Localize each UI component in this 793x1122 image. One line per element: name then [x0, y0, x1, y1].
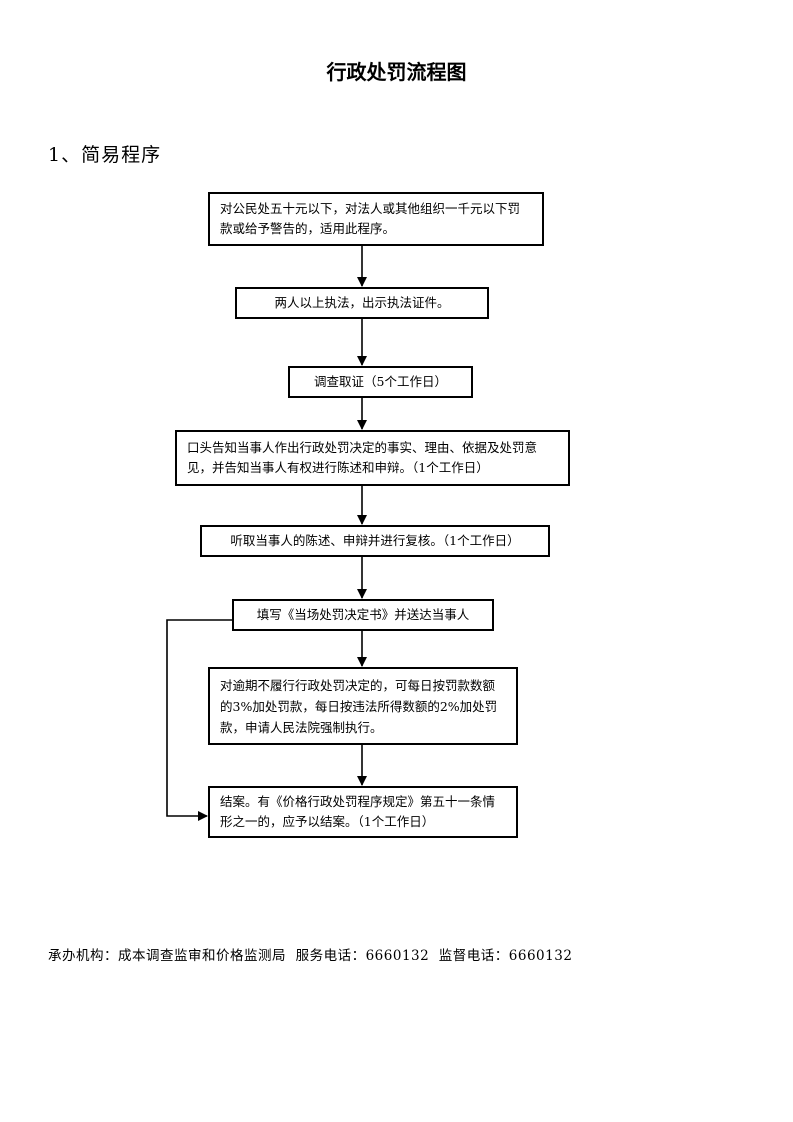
section-title: 1、简易程序	[48, 144, 162, 166]
step-1-scope: 对公民处五十元以下，对法人或其他组织一千元以下罚款或给予警告的，适用此程序。	[208, 192, 544, 246]
step-7-enforcement: 对逾期不履行行政处罚决定的，可每日按罚款数额的3%加处罚款，每日按违法所得数额的…	[208, 667, 518, 745]
step-7-text: 对逾期不履行行政处罚决定的，可每日按罚款数额的3%加处罚款，每日按违法所得数额的…	[220, 677, 498, 735]
step-2-text: 两人以上执法，出示执法证件。	[274, 295, 450, 310]
step-8-case-closure: 结案。有《价格行政处罚程序规定》第五十一条情形之一的，应予以结案。（1个工作日）	[208, 786, 518, 838]
step-6-text: 填写《当场处罚决定书》并送达当事人	[256, 607, 470, 622]
step-4-oral-notice: 口头告知当事人作出行政处罚决定的事实、理由、依据及处罚意见，并告知当事人有权进行…	[175, 430, 570, 486]
page-title: 行政处罚流程图	[326, 60, 467, 84]
step-5-hearing-review: 听取当事人的陈述、申辩并进行复核。（1个工作日）	[200, 525, 550, 557]
footer-contact: 承办机构：成本调查监审和价格监测局 服务电话：6660132 监督电话：6660…	[48, 948, 573, 964]
step-5-text: 听取当事人的陈述、申辩并进行复核。（1个工作日）	[230, 533, 520, 548]
step-3-investigation: 调查取证（5个工作日）	[288, 366, 473, 398]
step-8-text: 结案。有《价格行政处罚程序规定》第五十一条情形之一的，应予以结案。（1个工作日）	[220, 794, 496, 829]
step-2-show-credentials: 两人以上执法，出示执法证件。	[235, 287, 489, 319]
step-1-text: 对公民处五十元以下，对法人或其他组织一千元以下罚款或给予警告的，适用此程序。	[220, 201, 521, 236]
step-3-text: 调查取证（5个工作日）	[314, 374, 447, 389]
bypass-arrow-6-8	[166, 619, 232, 821]
step-6-decision-document: 填写《当场处罚决定书》并送达当事人	[232, 599, 494, 631]
step-4-text: 口头告知当事人作出行政处罚决定的事实、理由、依据及处罚意见，并告知当事人有权进行…	[187, 440, 538, 475]
